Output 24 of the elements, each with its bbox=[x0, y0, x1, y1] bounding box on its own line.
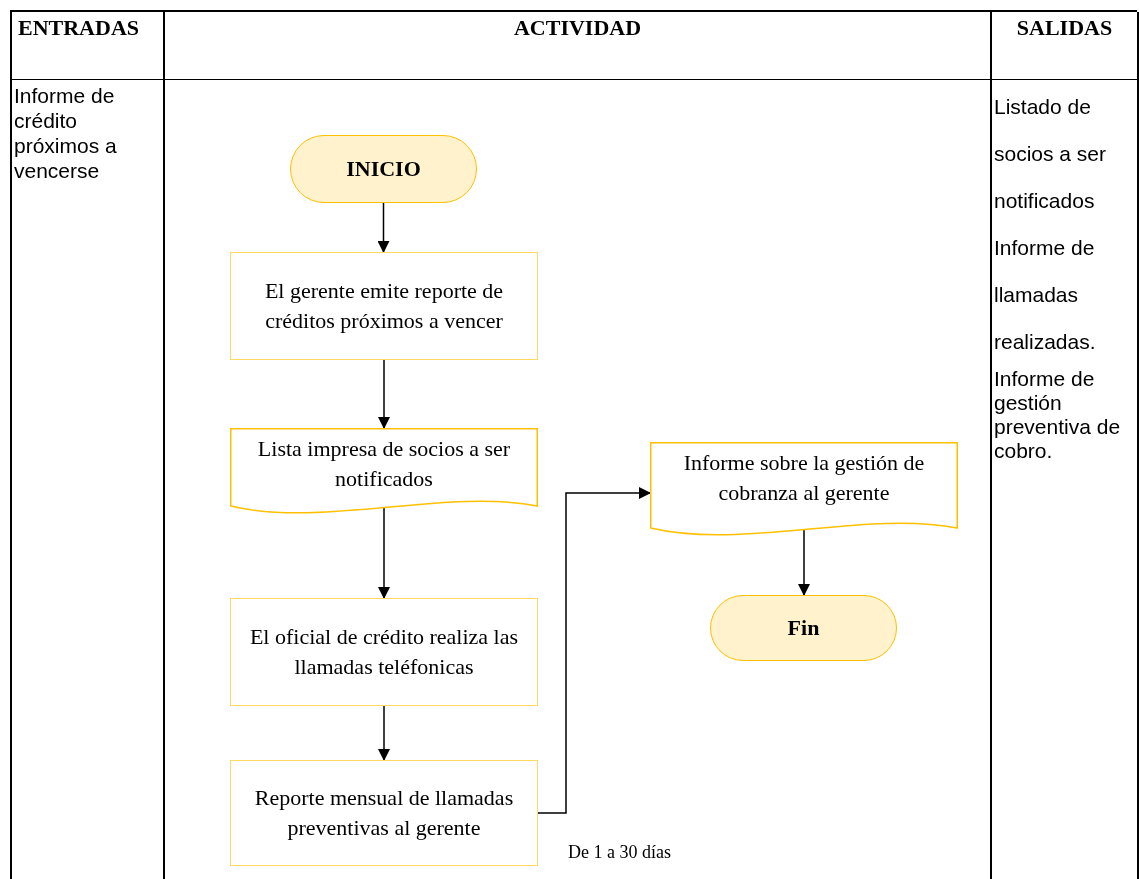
column-header: SALIDAS bbox=[1015, 15, 1114, 40]
column-header: ACTIVIDAD bbox=[512, 15, 643, 40]
arrow bbox=[378, 507, 390, 599]
column-header: ENTRADAS bbox=[18, 15, 141, 40]
output-text: Informe de gestión preventiva de cobro. bbox=[994, 367, 1122, 463]
arrow bbox=[537, 487, 651, 814]
node-text: El gerente emite reporte de créditos próximos a vencer bbox=[263, 277, 505, 335]
node-text: Reporte mensual de llamadas preventivas al gerente bbox=[253, 784, 515, 842]
node-text: Lista impresa de socios a ser notificados bbox=[256, 435, 512, 493]
node-text: Fin bbox=[787, 614, 820, 642]
node-text: INICIO bbox=[346, 155, 421, 183]
arrow bbox=[378, 705, 390, 761]
arrow bbox=[378, 359, 390, 429]
output-text: Listado de socios a ser notificados bbox=[994, 94, 1108, 214]
arrow bbox=[377, 202, 390, 253]
node-text: El oficial de crédito realiza las llamadas teléfonicas bbox=[248, 623, 520, 681]
duration-note: De 1 a 30 días bbox=[568, 842, 671, 863]
process-box bbox=[230, 598, 538, 706]
input-text: Informe de crédito próximos a vencerse bbox=[14, 83, 118, 183]
process-box bbox=[230, 252, 538, 360]
process-box bbox=[230, 760, 538, 866]
output-text: Informe de llamadas realizadas. bbox=[994, 235, 1097, 355]
node-text: Informe sobre la gestión de cobranza al gerente bbox=[682, 449, 926, 507]
arrow bbox=[798, 529, 810, 596]
